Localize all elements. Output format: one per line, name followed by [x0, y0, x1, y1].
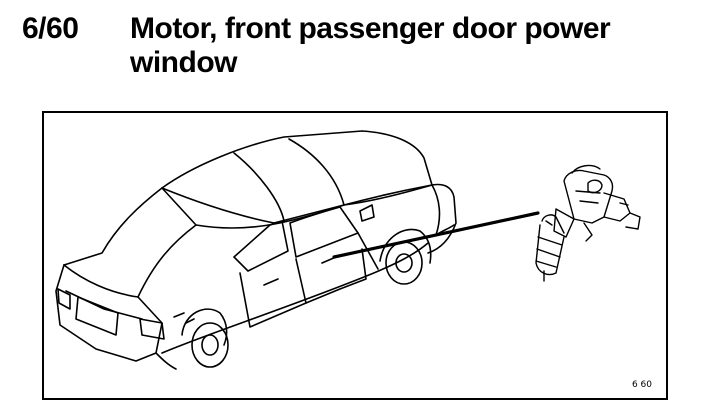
section-code: 6/60: [22, 12, 79, 45]
section-title: Motor, front passenger door power window: [130, 12, 611, 79]
car-illustration: [55, 130, 641, 370]
pointer-line: [332, 211, 540, 259]
car-body: [55, 130, 457, 370]
figure-reference: 6 60: [631, 380, 652, 390]
figure-frame: 6 60: [42, 111, 668, 400]
window-motor: [535, 164, 641, 282]
